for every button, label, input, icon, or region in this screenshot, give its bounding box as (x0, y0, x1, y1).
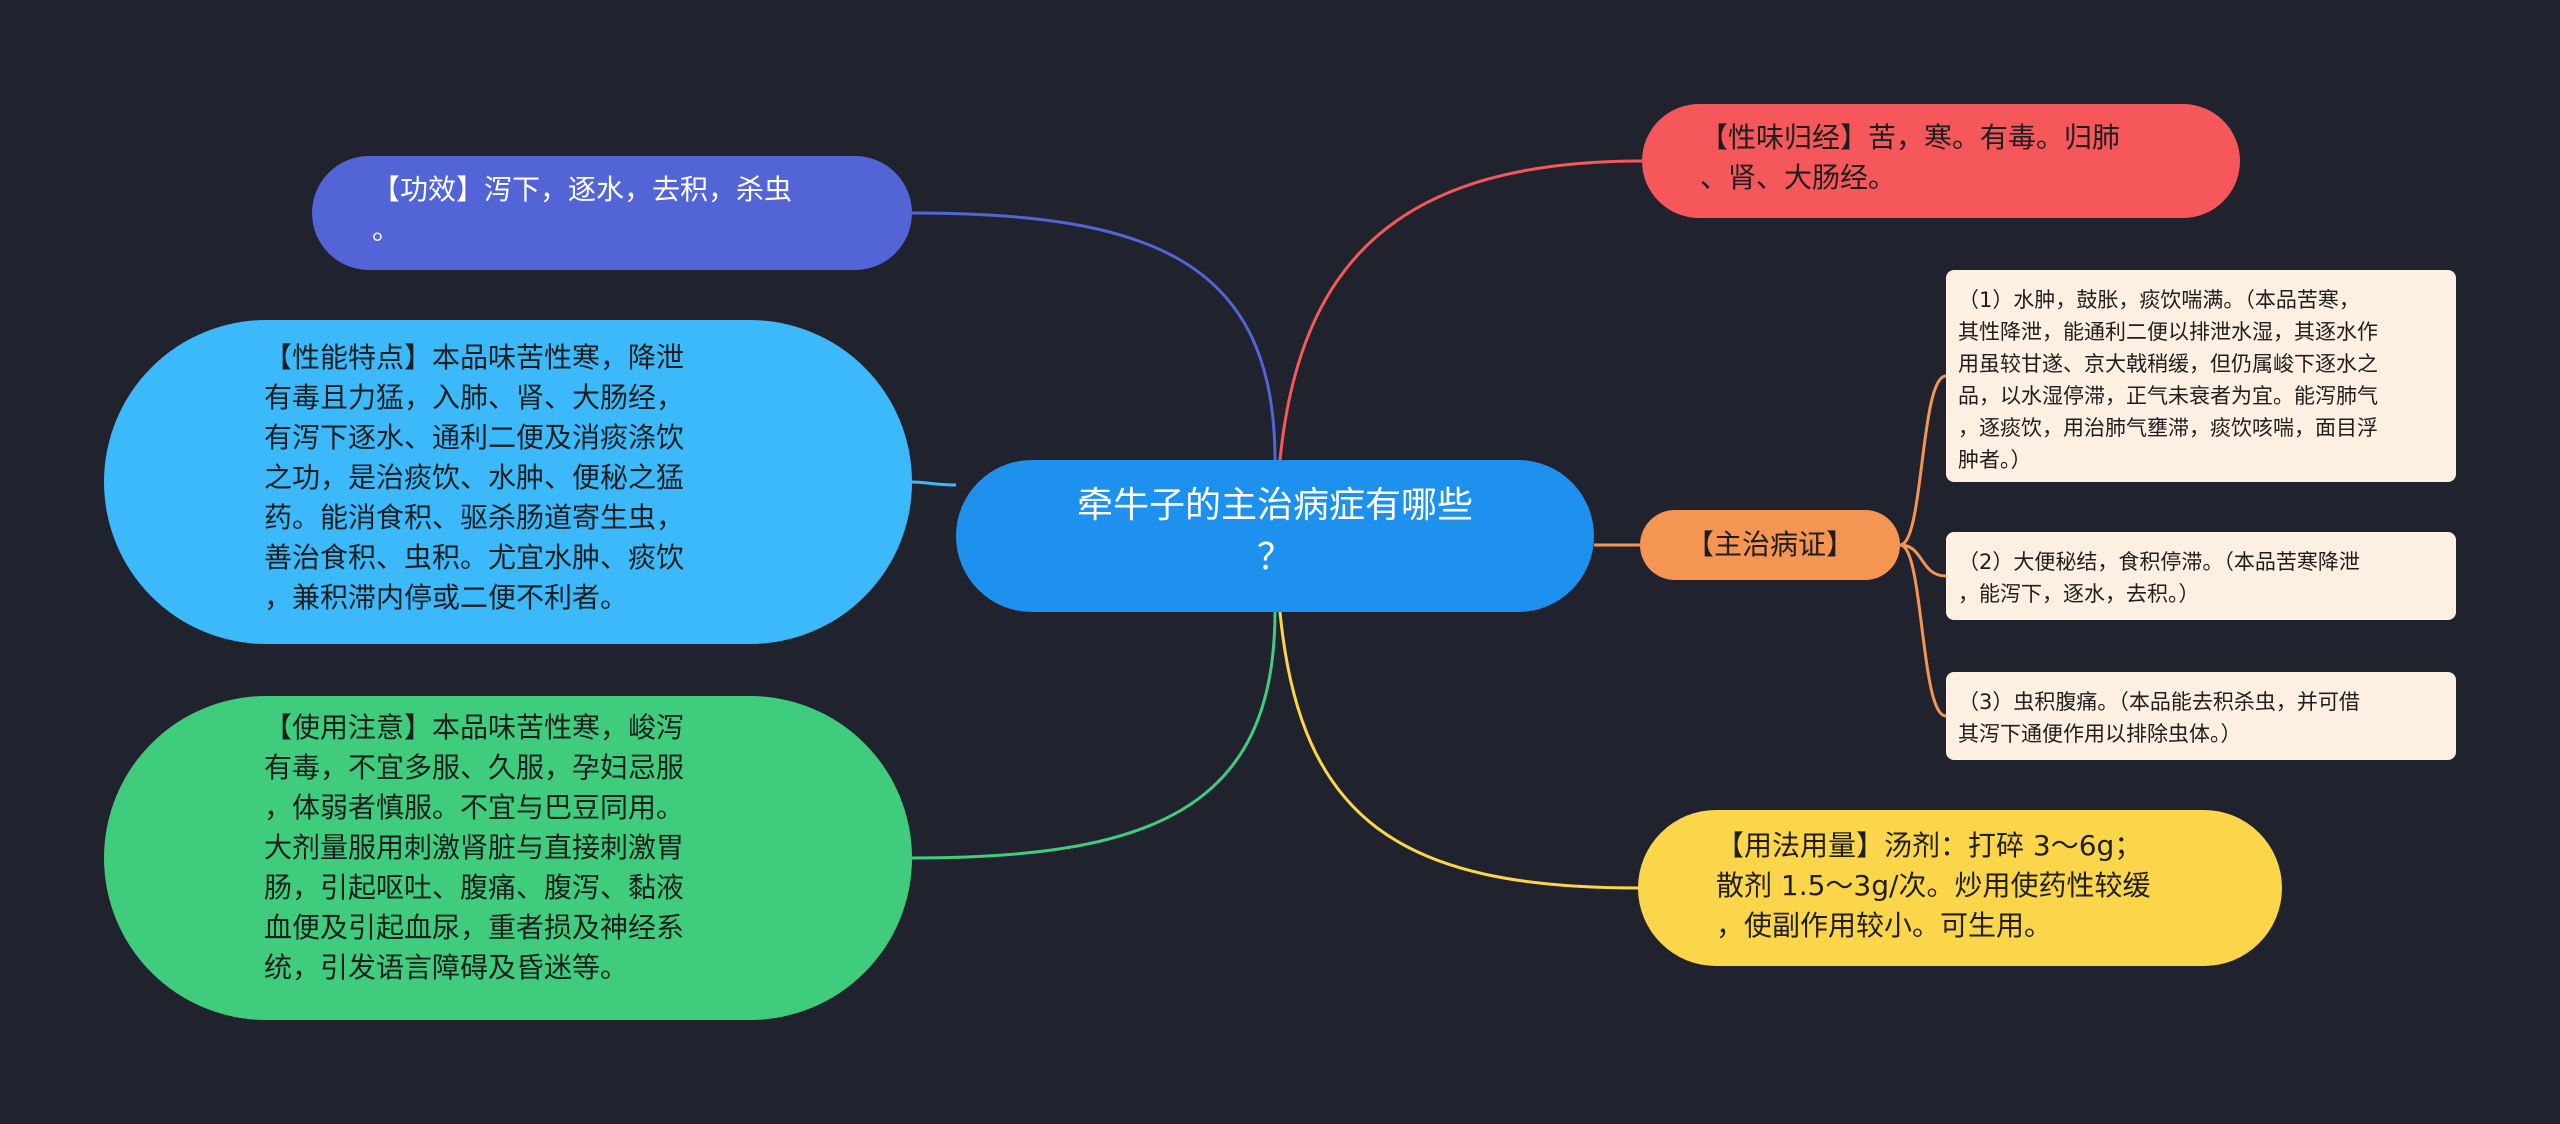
link-caution (911, 611, 1277, 860)
link-usage (1278, 611, 1639, 890)
link-leaf-3 (1899, 543, 1947, 718)
indication-item-2[interactable]: （2）大便秘结，食积停滞。（本品苦寒降泄 ，能泻下，逐水，去积。） (1946, 532, 2456, 620)
topic-nature[interactable]: 【性味归经】苦，寒。有毒。归肺 、肾、大肠经。 (1642, 104, 2240, 218)
link-nature (1278, 159, 1643, 461)
topic-features[interactable]: 【性能特点】本品味苦性寒，降泄 有毒且力猛，入肺、肾、大肠经， 有泻下逐水、通利… (104, 320, 912, 644)
link-effect (911, 211, 1277, 461)
link-features (911, 480, 957, 487)
topic-indication[interactable]: 【主治病证】 (1640, 510, 1900, 580)
topic-caution[interactable]: 【使用注意】本品味苦性寒，峻泻 有毒，不宜多服、久服，孕妇忌服 ，体弱者慎服。不… (104, 696, 912, 1020)
indication-item-3[interactable]: （3）虫积腹痛。（本品能去积杀虫，并可借 其泻下通便作用以排除虫体。） (1946, 672, 2456, 760)
link-leaf-2 (1899, 543, 1947, 578)
indication-item-1[interactable]: （1）水肿，鼓胀，痰饮喘满。（本品苦寒， 其性降泄，能通利二便以排泄水湿，其逐水… (1946, 270, 2456, 482)
central-topic[interactable]: 牵牛子的主治病症有哪些 ？ (956, 460, 1594, 612)
link-leaf-1 (1899, 374, 1947, 547)
topic-usage[interactable]: 【用法用量】汤剂：打碎 3～6g； 散剂 1.5～3g/次。炒用使药性较缓 ，使… (1638, 810, 2282, 966)
topic-effect[interactable]: 【功效】泻下，逐水，去积，杀虫 。 (312, 156, 912, 270)
